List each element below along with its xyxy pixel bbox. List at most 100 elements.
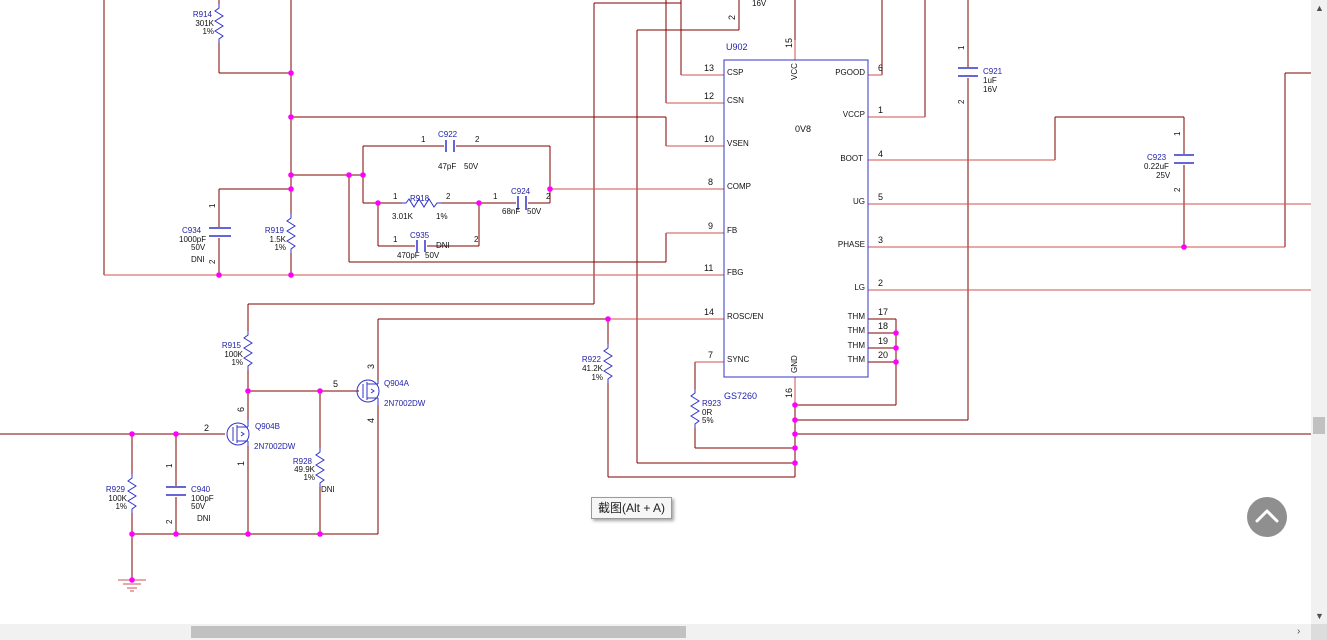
scrollbar-corner <box>1311 624 1327 640</box>
pin-num-sync: 7 <box>708 350 713 360</box>
pin-num-ug: 5 <box>878 192 883 202</box>
pin-name-sync: SYNC <box>727 355 749 364</box>
c922-pin1: 1 <box>421 135 426 144</box>
capacitor-c934[interactable]: C934 1000pF 50V DNI 1 2 <box>179 203 231 264</box>
q904a-part: 2N7002DW <box>384 399 426 408</box>
c935-ref: C935 <box>410 231 430 240</box>
pin-num-comp: 8 <box>708 177 713 187</box>
c924-ref: C924 <box>511 187 531 196</box>
c940-voltage: 50V <box>191 502 206 511</box>
pin-num-thm-18: 18 <box>878 321 888 331</box>
c921-ref: C921 <box>983 67 1003 76</box>
c924-pin2: 2 <box>546 192 551 201</box>
c924-voltage: 50V <box>527 207 542 216</box>
c922-pin2: 2 <box>475 135 480 144</box>
capacitor-c940[interactable]: C940 100pF 50V DNI 1 2 <box>165 463 214 524</box>
r914-tol: 1% <box>202 27 214 36</box>
resistor-r918[interactable]: R918 3.01K 1% 1 2 <box>392 192 451 221</box>
pin-num-gnd: 16 <box>784 388 794 398</box>
transistor-q904a[interactable]: Q904A 2N7002DW 5 3 4 <box>333 364 426 423</box>
r918-pin1: 1 <box>393 192 398 201</box>
capacitor-c935[interactable]: C935 470pF 50V DNI 1 2 <box>393 231 479 260</box>
pin-num-fb: 9 <box>708 221 713 231</box>
c922-ref: C922 <box>438 130 458 139</box>
junction-dots <box>129 70 1187 583</box>
pin-name-pgood: PGOOD <box>835 68 865 77</box>
vertical-scrollbar[interactable]: ▲ ▼ <box>1311 0 1327 624</box>
capacitor-c921[interactable]: C921 1uF 16V 1 2 <box>957 45 1003 104</box>
r919-tol: 1% <box>274 243 286 252</box>
r922-ref: R922 <box>582 355 602 364</box>
r915-tol: 1% <box>231 358 243 367</box>
q904b-pin-gate: 2 <box>204 423 209 433</box>
scroll-down-arrow-icon[interactable]: ▼ <box>1315 611 1324 621</box>
c924-value: 68nF <box>502 207 520 216</box>
q904b-ref: Q904B <box>255 422 280 431</box>
resistor-r923[interactable]: R923 0R 5% <box>690 388 722 429</box>
c934-ref: C934 <box>182 226 202 235</box>
resistor-r929[interactable]: R929 100K 1% <box>106 473 137 514</box>
pin-name-rosc: ROSC/EN <box>727 312 764 321</box>
c924-pin1: 1 <box>493 192 498 201</box>
vertical-scroll-thumb[interactable] <box>1313 417 1325 434</box>
c934-pin2: 2 <box>208 259 217 264</box>
c921-voltage: 16V <box>983 85 998 94</box>
resistor-r919[interactable]: R919 1.5K 1% <box>265 213 296 254</box>
pin-name-comp: COMP <box>727 182 751 191</box>
ic-body <box>723 59 869 378</box>
transistor-q904b[interactable]: Q904B 2N7002DW 2 6 1 <box>204 407 296 466</box>
pin-num-thm-19: 19 <box>878 336 888 346</box>
c934-note: DNI <box>191 255 205 264</box>
c935-voltage: 50V <box>425 251 440 260</box>
r928-note: DNI <box>321 485 335 494</box>
resistor-r922[interactable]: R922 41.2K 1% <box>582 343 613 384</box>
pin-name-thm-17: THM <box>848 312 866 321</box>
c935-pin1: 1 <box>393 235 398 244</box>
scroll-up-arrow-icon[interactable]: ▲ <box>1315 3 1324 13</box>
c940-pin1: 1 <box>165 463 174 468</box>
q904b-pin-source: 1 <box>236 461 246 466</box>
resistor-r915[interactable]: R915 100K 1% <box>222 330 253 371</box>
horizontal-scrollbar[interactable]: › <box>0 624 1311 640</box>
scroll-right-arrow-icon[interactable]: › <box>1297 626 1301 637</box>
chevron-up-icon <box>1255 509 1279 523</box>
r918-ref: R918 <box>410 194 430 203</box>
pin-name-phase: PHASE <box>838 240 865 249</box>
pin-name-vcc: VCC <box>790 63 799 80</box>
r918-pin2: 2 <box>446 192 451 201</box>
q904a-pin-drain: 3 <box>366 364 376 369</box>
horizontal-scroll-thumb[interactable] <box>191 626 686 638</box>
pin-name-thm-19: THM <box>848 341 866 350</box>
c923-value: 0.22uF <box>1144 162 1169 171</box>
c935-pin2: 2 <box>474 235 479 244</box>
pin-num-phase: 3 <box>878 235 883 245</box>
resistor-r928[interactable]: R928 49.9K 1% DNI <box>293 447 335 494</box>
r919-ref: R919 <box>265 226 285 235</box>
c922-voltage: 50V <box>464 162 479 171</box>
c923-ref: C923 <box>1147 153 1167 162</box>
pin-name-thm-18: THM <box>848 326 866 335</box>
q904b-part: 2N7002DW <box>254 442 296 451</box>
pin-name-gnd: GND <box>790 355 799 373</box>
pin-name-csp: CSP <box>727 68 743 77</box>
r914-ref: R914 <box>193 10 213 19</box>
c940-ref: C940 <box>191 485 211 494</box>
ic-u902[interactable]: U902 GS7260 0V8 15 VCC 13 CSP 12 CSN 10 … <box>704 38 888 401</box>
r923-ref: R923 <box>702 399 722 408</box>
c921-value: 1uF <box>983 76 997 85</box>
r928-tol: 1% <box>303 473 315 482</box>
pin-num-rosc: 14 <box>704 307 714 317</box>
pin-name-csn: CSN <box>727 96 744 105</box>
screenshot-tooltip: 截图(Alt + A) <box>591 497 673 519</box>
pin-name-fbg: FBG <box>727 268 743 277</box>
pin-name-ug: UG <box>853 197 865 206</box>
scroll-to-top-button[interactable] <box>1247 497 1287 537</box>
ic-center-label: 0V8 <box>795 124 811 134</box>
capacitor-c923[interactable]: C923 0.22uF 25V 1 2 <box>1144 131 1194 192</box>
c940-pin2: 2 <box>165 519 174 524</box>
capacitor-c922[interactable]: C922 47pF 50V 1 2 <box>421 130 480 171</box>
pin-num-lg: 2 <box>878 278 883 288</box>
resistor-r914[interactable]: R914 301K 1% <box>193 3 224 44</box>
capacitor-c924[interactable]: C924 68nF 50V 1 2 <box>493 187 551 216</box>
r929-value: 100K <box>108 494 127 503</box>
